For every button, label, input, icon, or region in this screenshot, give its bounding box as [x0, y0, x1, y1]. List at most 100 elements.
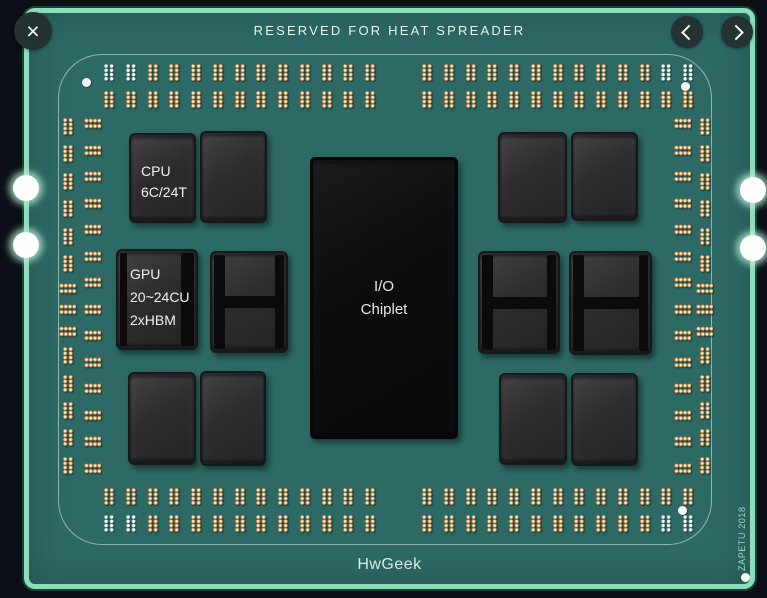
pin-cluster [146, 64, 158, 81]
pin-cluster [61, 456, 73, 474]
pin-cluster [682, 91, 693, 108]
pin-row-top-inner-left [103, 91, 375, 108]
pin-row-bottom-outer-left [103, 515, 375, 532]
pin-cluster [298, 488, 310, 505]
pin-cluster [673, 277, 691, 289]
pin-cluster [364, 488, 375, 505]
die-edge-bar [120, 253, 127, 346]
pin-cluster [298, 515, 310, 532]
previous-image-button[interactable] [671, 16, 703, 48]
pin-cluster [320, 64, 332, 81]
pin-cluster [698, 429, 710, 447]
pin-cluster [616, 91, 628, 108]
io-chiplet: I/O Chiplet [310, 157, 458, 439]
chevron-right-icon [727, 24, 744, 40]
pin-cluster [211, 488, 223, 505]
pin-cluster [673, 436, 691, 448]
pin-cluster [146, 91, 158, 108]
pin-cluster [698, 227, 710, 245]
pin-cluster [103, 91, 114, 108]
pin-cluster [58, 304, 76, 316]
chevron-left-icon [680, 24, 697, 40]
pin-cluster [83, 144, 101, 156]
pin-cluster [595, 488, 606, 505]
chiplet-bottom-left-1 [128, 372, 196, 465]
pin-cluster [673, 383, 691, 395]
pin-cluster [124, 64, 136, 81]
pin-cluster [573, 91, 585, 108]
credit-dot [741, 573, 750, 582]
pin-cluster [298, 64, 310, 81]
pin-cluster [698, 145, 710, 163]
pin-cluster [464, 515, 476, 532]
next-image-button[interactable] [721, 16, 753, 48]
pin-cluster [486, 488, 498, 505]
alignment-notch-right-bottom [740, 235, 766, 261]
pin-column-left-inner [82, 118, 102, 474]
pin-cluster [464, 488, 476, 505]
chiplet-top-right-2 [571, 132, 638, 221]
gpu-chiplet: GPU 20~24CU 2xHBM [116, 249, 198, 350]
pin-cluster [673, 197, 691, 209]
pin-cluster [486, 91, 498, 108]
pin-row-top-outer-left [103, 64, 375, 81]
pin-cluster [673, 356, 691, 368]
pin-cluster [673, 409, 691, 421]
pin-cluster [83, 224, 101, 236]
pin-row-bottom-inner-right [421, 488, 693, 505]
pin-cluster [573, 515, 585, 532]
pin-cluster [61, 200, 73, 218]
pin-cluster [124, 515, 136, 532]
alignment-notch-left-top [13, 175, 39, 201]
heat-spreader-label: RESERVED FOR HEAT SPREADER [253, 23, 526, 38]
pin-cluster [682, 488, 693, 505]
pin-cluster [83, 171, 101, 183]
pin-cluster [673, 462, 691, 474]
pin-cluster [508, 515, 519, 532]
pin-cluster [342, 515, 354, 532]
pin-row-top-inner-right [421, 91, 693, 108]
pin-cluster [124, 91, 136, 108]
pin-cluster [58, 325, 76, 337]
pin-cluster [421, 64, 432, 81]
pin-cluster [342, 488, 354, 505]
pin-cluster [421, 488, 432, 505]
pin-cluster [364, 64, 375, 81]
pin-cluster [61, 401, 73, 419]
pin-cluster [682, 64, 693, 81]
pin-cluster [58, 282, 76, 294]
chiplet-bottom-right-1 [499, 373, 567, 465]
pin-cluster [698, 456, 710, 474]
pin-cluster [103, 64, 114, 81]
pin-cluster [61, 429, 73, 447]
pin-cluster [83, 409, 101, 421]
pin-cluster [61, 172, 73, 190]
pin-column-left-outer [57, 118, 77, 474]
pin-row-bottom-outer-right [421, 515, 693, 532]
pin-cluster [638, 515, 650, 532]
pin-cluster [660, 515, 672, 532]
pin-cluster [660, 91, 672, 108]
pin-cluster [83, 462, 101, 474]
pin-cluster [508, 91, 519, 108]
pin-cluster [83, 356, 101, 368]
pin-cluster [255, 515, 267, 532]
pin-cluster [190, 515, 201, 532]
pin-cluster [616, 515, 628, 532]
pin-cluster [168, 488, 180, 505]
pin-cluster [211, 515, 223, 532]
pin-cluster [698, 347, 710, 365]
brand-watermark: HwGeek [357, 556, 422, 573]
close-button[interactable]: × [14, 12, 52, 50]
alignment-notch-right-top [740, 177, 766, 203]
pin-cluster [83, 250, 101, 262]
pin-cluster [529, 91, 541, 108]
credit-watermark: ZAPETU 2018 [737, 506, 747, 571]
pin-cluster [573, 64, 585, 81]
pin-cluster [698, 172, 710, 190]
pin-cluster [61, 118, 73, 135]
pin-cluster [595, 515, 606, 532]
fiducial-dot-top-right [681, 82, 690, 91]
pin-cluster [255, 91, 267, 108]
